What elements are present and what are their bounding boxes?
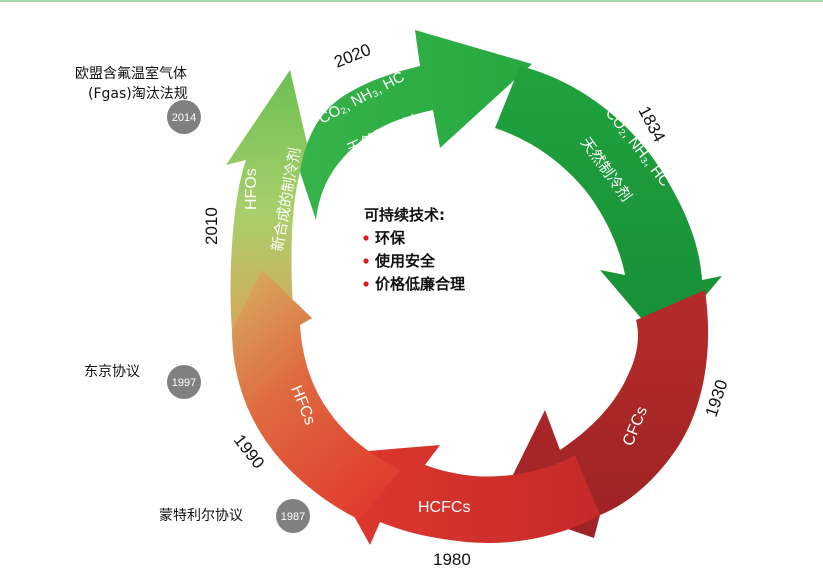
bullet-2 [363,258,369,264]
badge-1997 [167,365,201,399]
milestone-2014-line1: 欧盟含氟温室气体 [75,65,187,82]
center-item-2: 使用安全 [374,252,436,270]
badge-2014-text: 2014 [172,112,196,124]
bullet-1 [363,235,369,241]
year-1980: 1980 [433,550,471,569]
bullet-3 [363,281,369,287]
hfos-label: HFOs [243,168,260,210]
hcfcs-label: HCFCs [418,499,470,516]
center-item-3: 价格低廉合理 [375,275,465,293]
natural-right-arrow [495,66,722,345]
badge-1987 [276,499,310,533]
center-title: 可持续技术: [364,206,445,224]
natural-top-arrow [300,30,532,220]
hfos-arrow [226,70,316,330]
year-1930: 1930 [702,377,732,419]
hfcs-arrow [232,270,400,520]
milestone-1997-label: 东京协议 [84,364,140,380]
year-1990: 1990 [230,431,268,473]
milestone-2014-line2: (Fgas)淘汰法规 [88,86,188,102]
center-item-1: 环保 [375,229,406,247]
milestone-1987-label: 蒙特利尔协议 [159,508,243,524]
year-2020: 2020 [331,40,373,72]
top-divider [0,0,823,2]
badge-2014 [167,100,201,134]
year-2010: 2010 [202,207,221,245]
badge-1997-text: 1997 [172,377,196,389]
badge-1987-text: 1987 [281,511,305,523]
